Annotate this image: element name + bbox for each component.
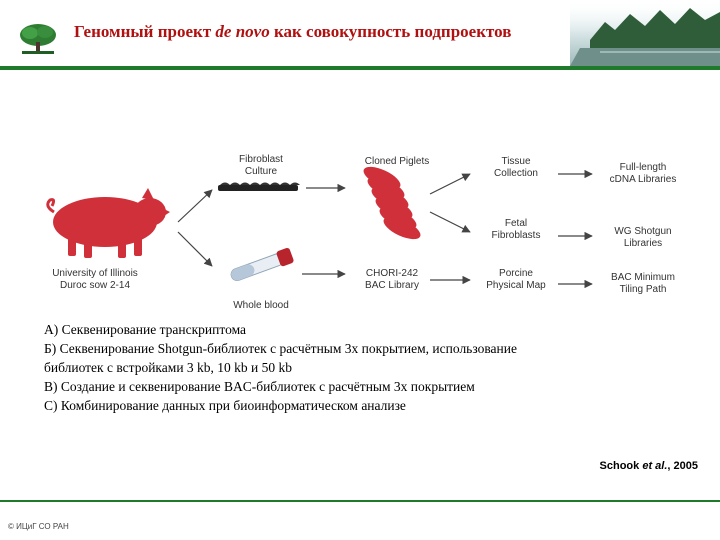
list-item: библиотек с встройками 3 kb, 10 kb и 50 … [44,360,293,375]
page-title: Геномный проект de novo как совокупность… [74,22,512,41]
pig-illustration [46,188,170,258]
header-divider [0,66,720,70]
list-item: Б) Секвенирование Shotgun-библиотек с ра… [44,341,517,356]
landscape-image [570,0,720,66]
tree-icon [20,24,56,54]
list-item: А) Секвенирование транскриптома [44,322,247,337]
blood-tube-icon [230,247,294,281]
whole-blood-label: Whole blood [233,300,289,311]
culture-dish-icon [218,182,300,191]
footer-divider [0,500,720,502]
footer-copyright: © ИЦиГ СО РАН [8,522,69,531]
list-item: С) Комбинирование данных при биоинформат… [44,398,406,413]
subproject-list: А) Секвенирование транскриптома Б) Секве… [44,320,644,415]
header: Геномный проект de novo как совокупность… [0,0,720,68]
cloned-piglets-label: Cloned Piglets [364,156,430,167]
cloned-piglets-illustration [363,166,421,240]
citation: Schook et al., 2005 [599,460,698,472]
list-item: В) Создание и секвенирование BAC-библиот… [44,379,475,394]
